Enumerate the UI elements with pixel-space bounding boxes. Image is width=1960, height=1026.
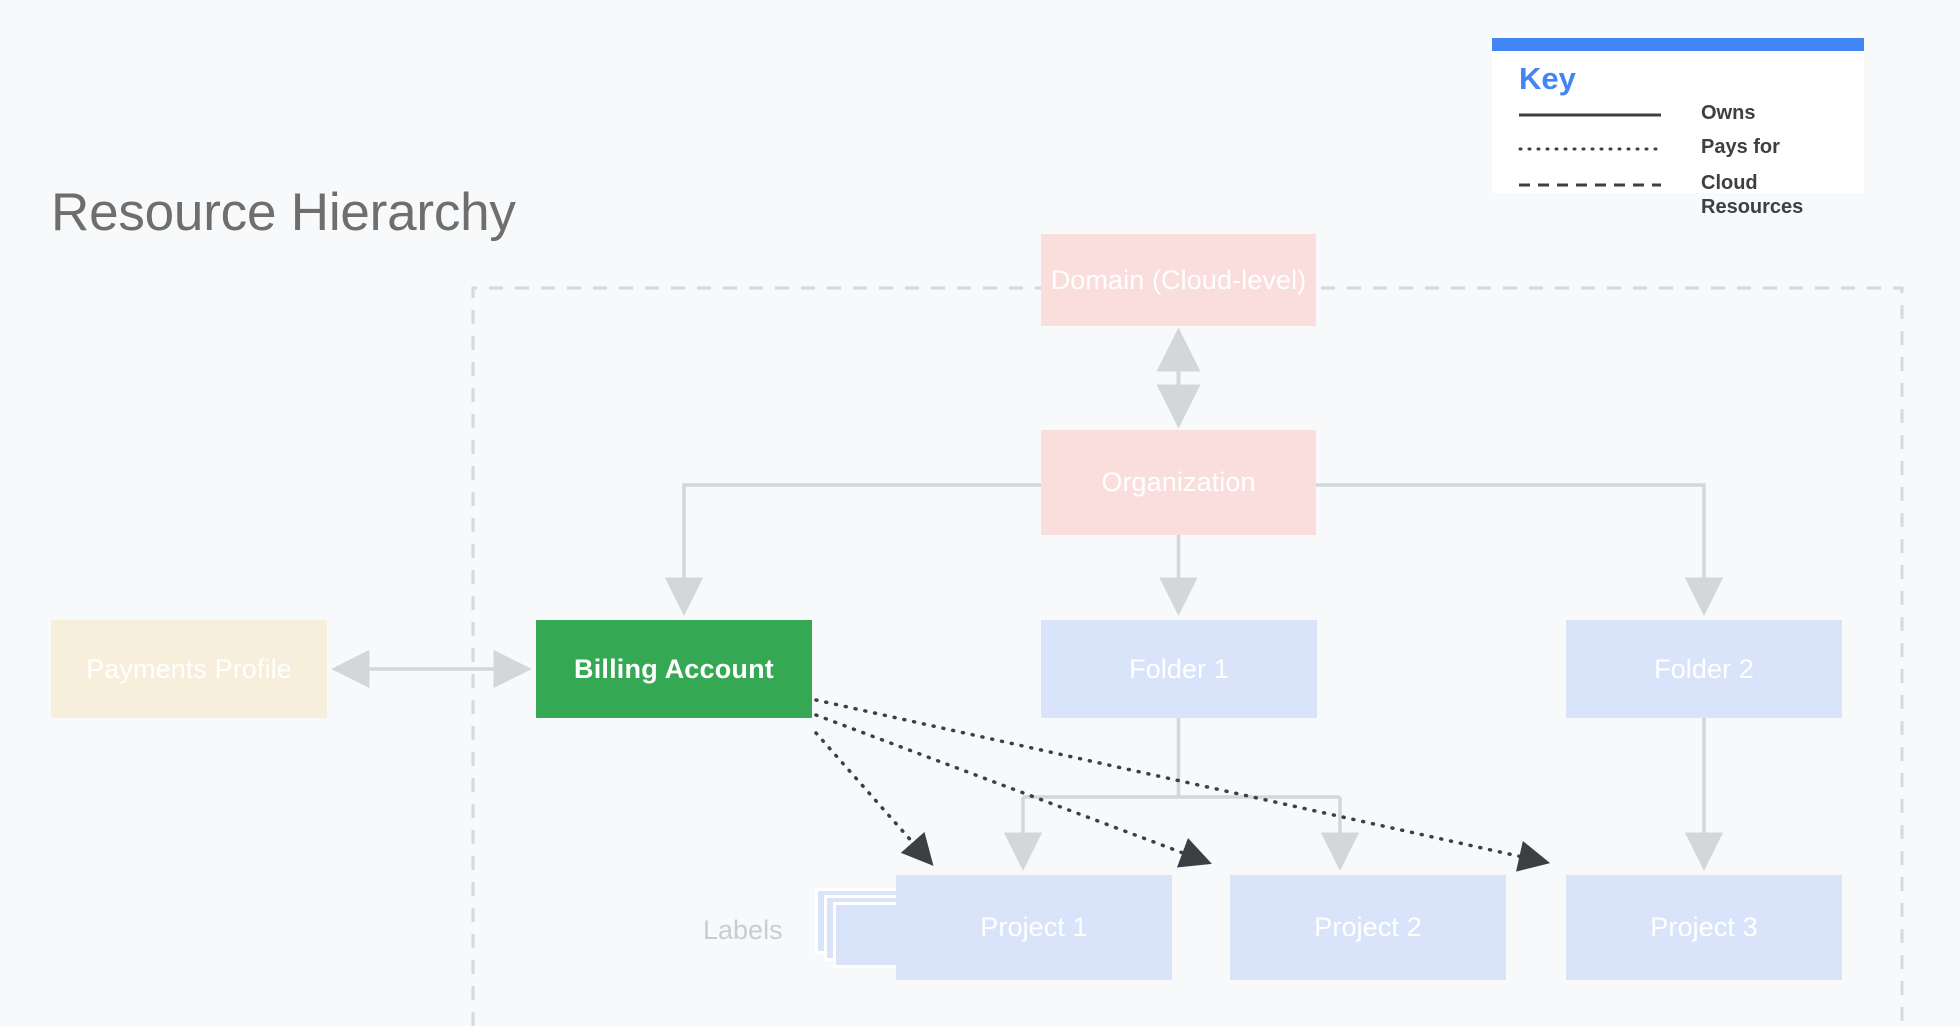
- edge-organization-billing: [664, 483, 1041, 616]
- node-payments-profile[interactable]: Payments Profile: [51, 620, 327, 718]
- edge-billing-project1: [814, 731, 934, 866]
- node-billing-account[interactable]: Billing Account: [536, 620, 812, 718]
- labels-caption: Labels: [703, 915, 783, 945]
- edge-organization-folder2: [1316, 483, 1724, 616]
- legend-row-cloud-resources: Cloud Resources: [1492, 171, 1864, 218]
- legend-row-pays-for: Pays for: [1492, 135, 1864, 169]
- node-project-1[interactable]: Project 1: [896, 875, 1172, 980]
- node-organization[interactable]: Organization: [1041, 430, 1316, 535]
- legend-body: Key Owns Pays for: [1492, 51, 1864, 218]
- edge-billing-project2: [814, 713, 1212, 868]
- node-folder-2[interactable]: Folder 2: [1566, 620, 1842, 718]
- legend-accent-bar: [1492, 38, 1864, 51]
- legend-label-pays-for: Pays for: [1701, 136, 1780, 158]
- edge-billing-project3: [814, 698, 1551, 872]
- node-project-2[interactable]: Project 2: [1230, 875, 1506, 980]
- legend-title: Key: [1519, 61, 1576, 96]
- node-project-3[interactable]: Project 3: [1566, 875, 1842, 980]
- page-title: Resource Hierarchy: [51, 183, 516, 242]
- node-folder-1[interactable]: Folder 1: [1041, 620, 1317, 718]
- legend-panel: Key Owns Pays for: [1492, 38, 1864, 218]
- legend-label-owns: Owns: [1701, 102, 1756, 124]
- legend-row-owns: Owns: [1492, 101, 1864, 135]
- legend-label-cloud-resources: Cloud Resources: [1701, 172, 1804, 218]
- node-domain[interactable]: Domain (Cloud-level): [1041, 234, 1316, 326]
- edge-folder1-projects: [1003, 718, 1360, 871]
